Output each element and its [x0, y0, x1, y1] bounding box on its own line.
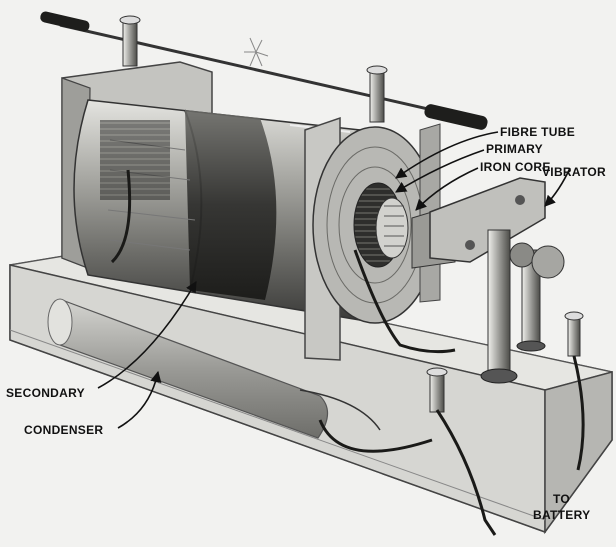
label-vibrator: VIBRATOR: [542, 165, 606, 179]
condenser-cylinder: [47, 298, 381, 439]
spark-icon: [244, 37, 269, 67]
leader-lines: [97, 131, 571, 429]
vibrator-assembly: [411, 177, 565, 384]
label-to-battery-line2: BATTERY: [533, 508, 590, 522]
discharge-rod: [40, 11, 488, 130]
binding-posts: [426, 311, 584, 413]
label-secondary: SECONDARY: [6, 386, 85, 400]
label-condenser: CONDENSER: [24, 423, 103, 437]
label-iron-core: IRON CORE: [480, 160, 551, 174]
label-primary: PRIMARY: [486, 142, 543, 156]
wires: [110, 169, 585, 536]
label-to-battery-line1: TO: [553, 492, 570, 506]
label-fibre-tube: FIBRE TUBE: [500, 125, 575, 139]
